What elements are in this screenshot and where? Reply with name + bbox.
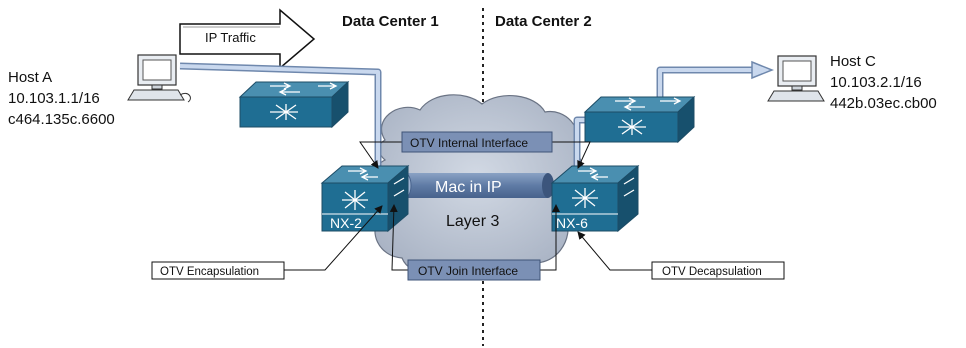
host-c-ip: 10.103.2.1/16 xyxy=(830,74,922,91)
otv-internal-label: OTV Internal Interface xyxy=(410,136,528,150)
nx6-switch-icon: NX-6 xyxy=(550,164,640,233)
otv-decapsulation-callout: OTV Decapsulation xyxy=(577,231,785,280)
nx6-label: NX-6 xyxy=(556,215,588,231)
host-c-mac: 442b.03ec.cb00 xyxy=(830,95,937,112)
host-c-computer-icon xyxy=(767,55,825,102)
mac-in-ip-tunnel: Mac in IP xyxy=(398,172,554,199)
host-c-name: Host C xyxy=(830,53,876,70)
host-a-info: Host A 10.103.1.1/16 c464.135c.6600 xyxy=(8,69,115,128)
access-switch-right-icon xyxy=(583,95,696,144)
otv-internal-callout: OTV Internal Interface xyxy=(359,131,591,169)
ip-traffic-label: IP Traffic xyxy=(205,30,256,45)
ip-traffic-arrow: IP Traffic xyxy=(179,8,316,70)
title-data-center-2: Data Center 2 xyxy=(495,13,592,30)
access-switch-left-icon xyxy=(238,80,350,129)
host-a-computer-icon xyxy=(127,54,191,103)
nx2-label: NX-2 xyxy=(330,215,362,231)
otv-decapsulation-label: OTV Decapsulation xyxy=(662,266,762,278)
otv-encapsulation-callout: OTV Encapsulation xyxy=(151,205,383,280)
nx2-switch-icon: NX-2 xyxy=(320,164,410,233)
otv-encapsulation-label: OTV Encapsulation xyxy=(160,266,259,278)
host-a-name: Host A xyxy=(8,69,52,86)
title-data-center-1: Data Center 1 xyxy=(342,13,439,30)
layer3-label: Layer 3 xyxy=(446,213,499,230)
otv-join-label: OTV Join Interface xyxy=(418,264,518,278)
host-a-ip: 10.103.1.1/16 xyxy=(8,90,100,107)
host-c-info: Host C 10.103.2.1/16 442b.03ec.cb00 xyxy=(830,53,937,112)
tunnel-label: Mac in IP xyxy=(435,179,502,196)
host-a-mac: c464.135c.6600 xyxy=(8,111,115,128)
otv-join-callout: OTV Join Interface xyxy=(389,204,560,281)
